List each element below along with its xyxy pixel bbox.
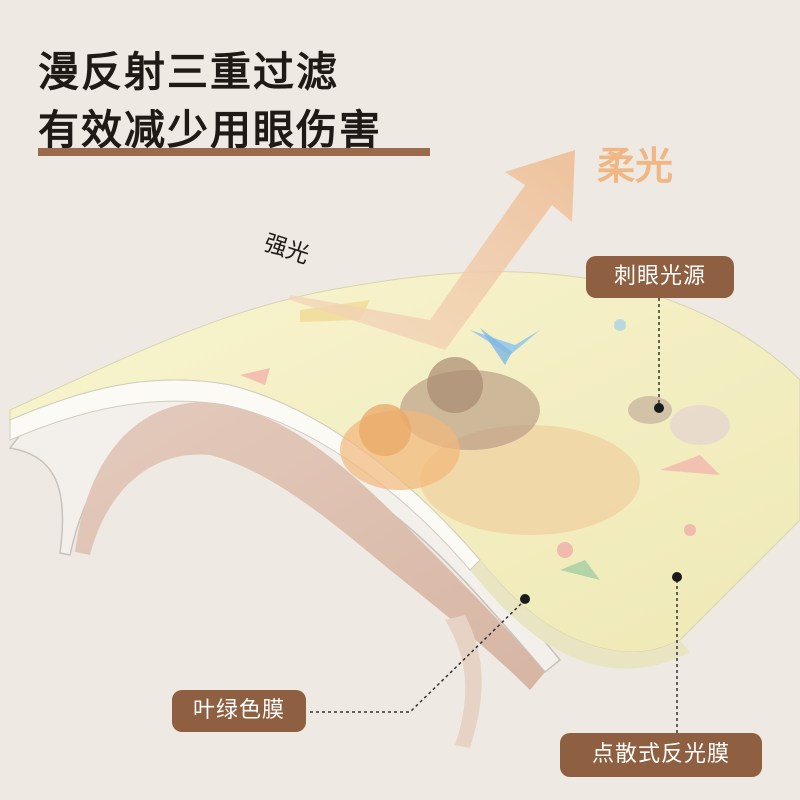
leader-green-film [310, 594, 530, 713]
green-film-badge: 叶绿色膜 [172, 690, 306, 732]
reflective-film-badge: 点散式反光膜 [560, 733, 762, 777]
headline-underline [38, 148, 430, 156]
headline-line-2: 有效减少用眼伤害 [38, 106, 382, 154]
sheet-front [9, 271, 800, 669]
leader-glare-source [654, 298, 664, 413]
leader-reflective-film [672, 572, 682, 733]
soft-light-label: 柔光 [597, 144, 674, 188]
headline-line-1: 漫反射三重过滤 [38, 48, 339, 96]
soft-light-arrow [290, 150, 575, 350]
glare-source-badge: 刺眼光源 [586, 256, 734, 298]
